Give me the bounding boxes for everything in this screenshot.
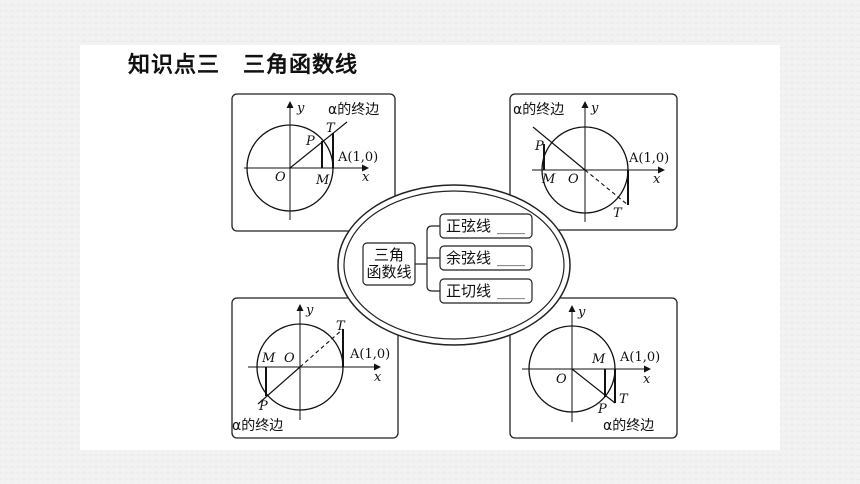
label-T: T: [619, 392, 629, 407]
terminal-side-label: α的终边: [513, 102, 564, 118]
item-sine-label: 正弦线: [446, 217, 491, 235]
category-title-line2: 函数线: [366, 263, 411, 281]
item-box-sine: [439, 213, 533, 239]
label-x: x: [362, 170, 370, 185]
label-P: P: [597, 402, 607, 417]
label-y: y: [296, 101, 305, 116]
label-P: P: [258, 399, 268, 414]
label-T: T: [336, 319, 346, 334]
item-box-cosine: [439, 245, 533, 271]
item-tangent-label: 正切线: [446, 282, 491, 300]
panel-top-right: α的终边 y P A(1,0) M O x T: [509, 93, 678, 231]
label-y: y: [305, 303, 314, 318]
label-O: O: [568, 172, 579, 187]
terminal-side-line: [257, 366, 301, 405]
terminal-side-line: [571, 368, 616, 404]
label-O: O: [556, 372, 567, 387]
panel-frame: [509, 93, 678, 231]
page-title: 知识点三 三角函数线: [128, 53, 359, 78]
panel-frame: [509, 297, 678, 439]
item-box-tangent: [439, 278, 533, 304]
panel-top-left: y α的终边 T P A(1,0) O M x: [231, 93, 396, 232]
label-P: P: [534, 139, 544, 154]
label-P: P: [305, 134, 315, 149]
terminal-side-label: α的终边: [603, 418, 654, 434]
label-M: M: [261, 351, 276, 366]
label-T: T: [613, 206, 623, 221]
panel-bottom-right: y M A(1,0) O x T P α的终边: [509, 297, 678, 439]
label-M: M: [591, 352, 606, 367]
terminal-side-extension: [299, 328, 344, 368]
label-x: x: [653, 172, 661, 187]
item-sine-blank: ____: [497, 219, 525, 235]
label-M: M: [541, 172, 556, 187]
center-summary: 三角 函数线 正弦线 ____ 余弦线 ____ 正切线 ____: [337, 184, 571, 346]
label-T: T: [326, 121, 336, 136]
label-x: x: [643, 372, 651, 387]
item-tangent-blank: ____: [497, 284, 525, 300]
panel-bottom-left: y T M O A(1,0) x P α的终边: [231, 297, 399, 439]
inner-oval: [343, 190, 565, 340]
label-A: A(1,0): [619, 350, 660, 365]
label-A: A(1,0): [349, 347, 390, 362]
terminal-side-line: [532, 126, 586, 171]
terminal-side-extension: [584, 169, 629, 206]
terminal-side-label: α的终边: [328, 102, 379, 118]
label-A: A(1,0): [337, 150, 378, 165]
label-M: M: [315, 173, 330, 188]
label-A: A(1,0): [628, 151, 669, 166]
terminal-side-label: α的终边: [232, 418, 283, 434]
label-y: y: [590, 101, 599, 116]
terminal-side-line: [289, 121, 348, 169]
item-cosine-label: 余弦线: [446, 249, 491, 267]
category-title-line1: 三角: [374, 246, 404, 264]
item-cosine-blank: ____: [497, 251, 525, 267]
label-y: y: [577, 305, 586, 320]
label-O: O: [284, 351, 295, 366]
label-x: x: [374, 370, 382, 385]
label-O: O: [275, 170, 286, 185]
